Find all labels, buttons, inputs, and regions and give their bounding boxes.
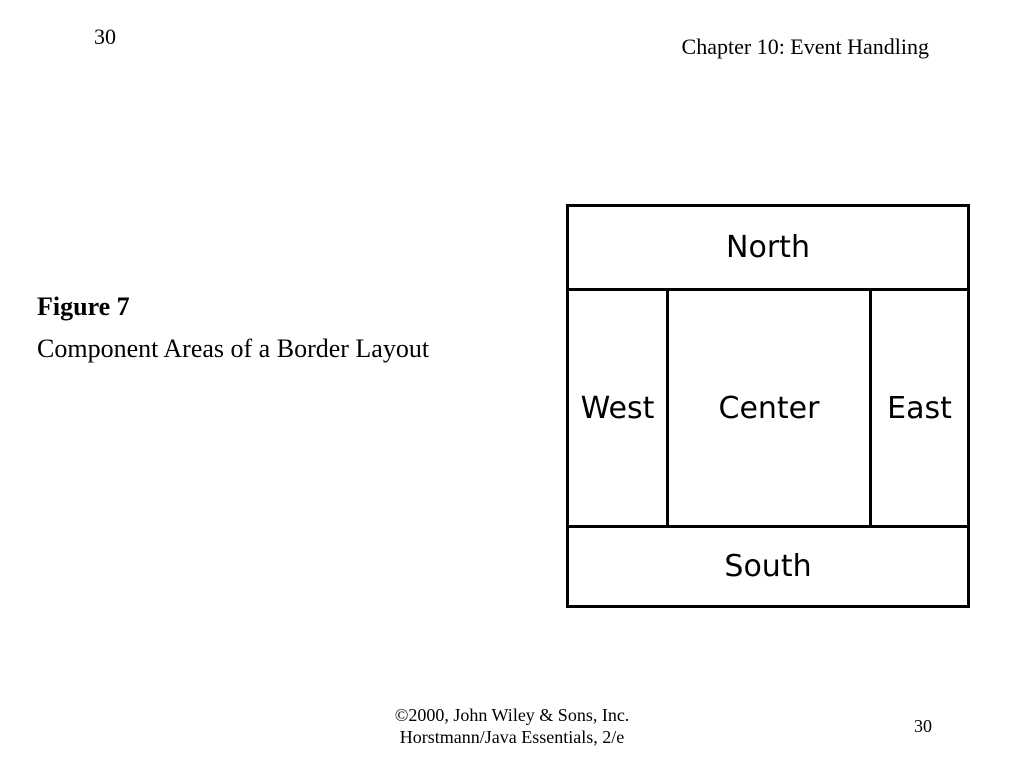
figure-caption: Component Areas of a Border Layout (37, 334, 430, 363)
footer: ©2000, John Wiley & Sons, Inc. Horstmann… (312, 704, 712, 748)
region-north: North (569, 207, 967, 291)
figure-label: Figure 7 (37, 292, 130, 321)
border-layout-diagram: North West Center East South (566, 204, 970, 608)
page-number-bottom: 30 (914, 716, 932, 736)
page-number-top: 30 (94, 24, 116, 49)
chapter-title: Chapter 10: Event Handling (681, 34, 929, 59)
region-west: West (569, 291, 669, 525)
region-east: East (869, 291, 967, 525)
footer-copyright: ©2000, John Wiley & Sons, Inc. (394, 705, 630, 725)
region-south: South (569, 525, 967, 605)
footer-book: Horstmann/Java Essentials, 2/e (399, 727, 625, 747)
region-center: Center (718, 390, 820, 426)
